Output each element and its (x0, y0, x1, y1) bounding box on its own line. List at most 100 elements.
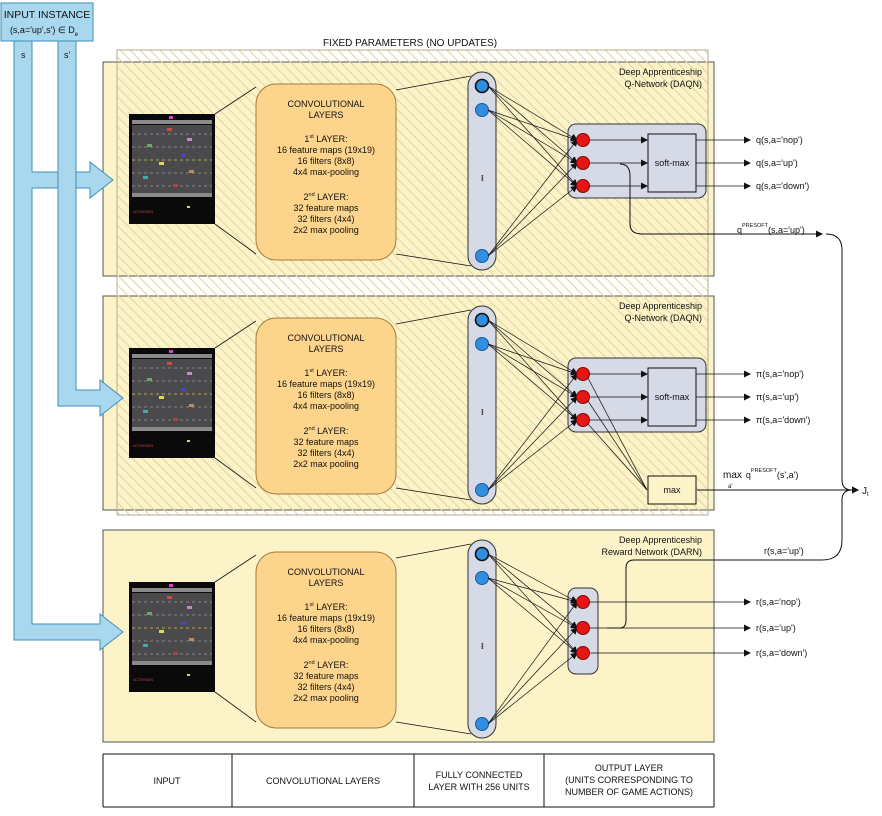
output-label: π(s,a='nop') (756, 369, 804, 379)
fixed-parameters-label: FIXED PARAMETERS (NO UPDATES) (323, 38, 497, 49)
conv-layers-box (255, 551, 397, 729)
fc-output-connection (487, 85, 578, 164)
output-to-max (587, 423, 648, 491)
fc-node (475, 249, 489, 263)
fc-output-connection (487, 627, 578, 725)
conv-layer1-pooling: 4x4 max-pooling (293, 401, 359, 411)
legend-out-line3: NUMBER OF GAME ACTIONS) (565, 787, 693, 797)
game-footer-text: ACTIVISION (133, 444, 153, 448)
conv-layer2-maps: 32 feature maps (293, 437, 359, 447)
output-node (576, 413, 590, 427)
output-node (576, 390, 590, 404)
conv-layer1-filters: 16 filters (8x8) (297, 624, 354, 634)
r-up-label: r(s,a='up') (764, 546, 804, 556)
conv-layer1-filters: 16 filters (8x8) (297, 390, 354, 400)
conv-layer1-pooling: 4x4 max-pooling (293, 167, 359, 177)
fc-output-connection (487, 553, 578, 654)
fc-node (475, 103, 489, 117)
conv-subtitle: LAYERS (309, 344, 344, 354)
fc-node (475, 571, 489, 585)
conv-title: CONVOLUTIONAL (287, 99, 364, 109)
s-label: s (21, 50, 26, 60)
fc-output-connection (487, 319, 578, 421)
softmax-box (647, 133, 697, 193)
fc-node (474, 312, 490, 328)
fc-layer-column (467, 539, 497, 739)
conv-layer1-maps: 16 feature maps (19x19) (277, 613, 375, 623)
fc-layer-column (467, 71, 497, 271)
fc-node (474, 546, 490, 562)
output-to-max (587, 400, 648, 491)
conv-layers-box (255, 317, 397, 495)
layer-legend-table (102, 753, 715, 808)
fc-node (474, 78, 490, 94)
fc-output-connection (487, 601, 578, 725)
fc-output-connection (487, 553, 578, 629)
conv-layer2-pooling: 2x2 max pooling (293, 459, 359, 469)
fc-output-connection (487, 419, 578, 491)
conv-layer2-maps: 32 feature maps (293, 203, 359, 213)
conv-layer1-heading: 1st LAYER: (304, 368, 347, 378)
game-screen: ACTIVISION (129, 582, 215, 692)
output-label: π(s,a='down') (756, 415, 810, 425)
conv-layer1-maps: 16 feature maps (19x19) (277, 379, 375, 389)
network-title-line2: Q-Network (DAQN) (624, 79, 702, 89)
legend-input: INPUT (154, 776, 182, 786)
output-label: q(s,a='up') (756, 158, 798, 168)
output-node (576, 179, 590, 193)
network-title-line1: Deep Apprenticeship (619, 535, 702, 545)
input-instance-box: INPUT INSTANCE (s,a='up',s') ∈ De (0, 2, 94, 42)
r-to-j-line (821, 489, 853, 561)
output-label: q(s,a='nop') (756, 135, 803, 145)
conv-layer1-pooling: 4x4 max-pooling (293, 635, 359, 645)
fc-output-connection (487, 109, 578, 187)
output-node (576, 646, 590, 660)
game-screen: ACTIVISION (129, 348, 215, 458)
fc-output-connection (487, 343, 578, 421)
r-up-connector (607, 559, 822, 629)
conv-layer2-filters: 32 filters (4x4) (297, 448, 354, 458)
fc-output-connection (487, 109, 578, 164)
fc-output-connection (487, 85, 578, 141)
conv-subtitle: LAYERS (309, 110, 344, 120)
game-footer-text: ACTIVISION (133, 210, 153, 214)
output-to-max (587, 377, 648, 491)
fc-output-connection (487, 577, 578, 654)
fc-ellipsis: ••• (478, 175, 484, 181)
legend-conv: CONVOLUTIONAL LAYERS (266, 776, 380, 786)
conv-layers-box (255, 83, 397, 261)
fc-output-connection (487, 577, 578, 604)
q-to-j-line (825, 233, 859, 494)
svg-text:a': a' (728, 484, 732, 490)
s-prime-arrow (57, 39, 124, 418)
fc-node (475, 717, 489, 731)
svg-text:qPRESOFT(s,a='up'): qPRESOFT(s,a='up') (737, 223, 805, 235)
max-label: max (663, 485, 681, 495)
legend-fc-line2: LAYER WITH 256 UNITS (428, 782, 529, 792)
conv-layer2-maps: 32 feature maps (293, 671, 359, 681)
fc-output-connection (487, 319, 578, 398)
fc-output-connection (487, 185, 578, 257)
legend-fc-line1: FULLY CONNECTED (436, 770, 523, 780)
fc-output-connection (487, 553, 578, 603)
max-box (647, 475, 697, 505)
conv-title: CONVOLUTIONAL (287, 567, 364, 577)
conv-layer1-maps: 16 feature maps (19x19) (277, 145, 375, 155)
fc-output-connection (487, 343, 578, 398)
input-arrows (13, 39, 124, 652)
output-label: r(s,a='up') (756, 623, 796, 633)
output-label: q(s,a='down') (756, 181, 809, 191)
conv-layer2-pooling: 2x2 max pooling (293, 225, 359, 235)
fc-output-connection (487, 343, 578, 376)
fc-ellipsis: ••• (478, 409, 484, 415)
s-prime-label: s' (64, 50, 71, 60)
input-instance-title: INPUT INSTANCE (4, 9, 91, 21)
fc-node (475, 337, 489, 351)
conv-layer2-filters: 32 filters (4x4) (297, 682, 354, 692)
conv-layer2-filters: 32 filters (4x4) (297, 214, 354, 224)
cross-connectors (607, 163, 859, 629)
output-label: π(s,a='up') (756, 392, 799, 402)
conv-layer1-heading: 1st LAYER: (304, 134, 347, 144)
